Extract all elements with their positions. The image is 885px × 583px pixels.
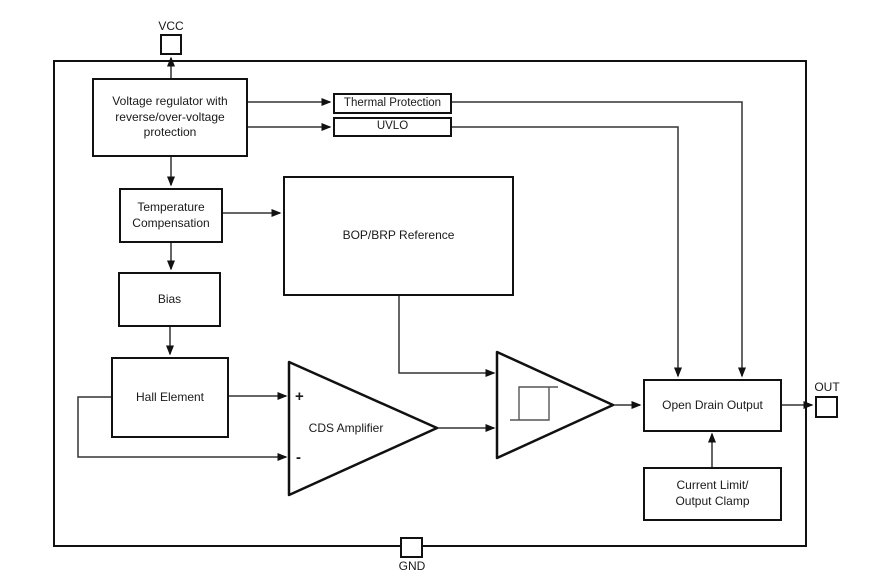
wire-reference-to-schmitt [398,295,496,377]
open-drain-output-label: Open Drain Output [662,397,763,412]
vcc-pin [160,34,182,55]
wire-uvlo-to-opendrain [452,126,682,378]
voltage-regulator-label-line1: Voltage regulator with [112,94,228,109]
block-open-drain-output: Open Drain Output [643,379,782,432]
cds-amplifier-triangle [287,360,439,497]
block-voltage-regulator: Voltage regulator with reverse/over-volt… [92,78,248,157]
cds-amplifier-plus-input-label: + [295,388,304,405]
voltage-regulator-label-line2: reverse/over-voltage [115,109,225,124]
block-uvlo: UVLO [333,117,452,137]
temperature-compensation-label-line2: Compensation [132,215,210,230]
hysteresis-icon [510,386,558,421]
block-current-limit: Current Limit/ Output Clamp [643,467,782,521]
bias-label: Bias [157,291,182,306]
block-hall-element: Hall Element [111,357,229,438]
current-limit-label-line1: Current Limit/ [676,478,749,493]
block-thermal-protection: Thermal Protection [333,93,452,114]
schmitt-trigger-triangle [495,350,615,460]
block-bop-brp-reference: BOP/BRP Reference [283,176,514,296]
vcc-pin-label: VCC [158,19,184,33]
temperature-compensation-label-line1: Temperature [137,199,205,214]
hall-element-label: Hall Element [135,389,205,404]
current-limit-label-line2: Output Clamp [675,494,750,508]
cds-amplifier-minus-input-label: - [296,449,301,466]
voltage-regulator-label-line3: protection [143,125,197,140]
wire-hall-to-amp-minus [77,396,288,461]
out-pin-label: OUT [814,380,840,394]
out-pin [815,396,838,418]
bop-brp-reference-label: BOP/BRP Reference [342,228,455,243]
uvlo-label: UVLO [376,120,409,133]
gnd-pin [400,537,423,558]
amplifier-shapes [287,350,615,497]
block-temperature-compensation: Temperature Compensation [119,188,223,243]
gnd-pin-label: GND [398,559,426,573]
thermal-protection-label: Thermal Protection [343,96,442,109]
block-bias: Bias [118,272,221,327]
connector-lines [77,56,814,467]
cds-amplifier-label: CDS Amplifier [308,421,384,435]
chip-outline [53,60,807,547]
wire-thermal-to-opendrain [452,101,746,378]
